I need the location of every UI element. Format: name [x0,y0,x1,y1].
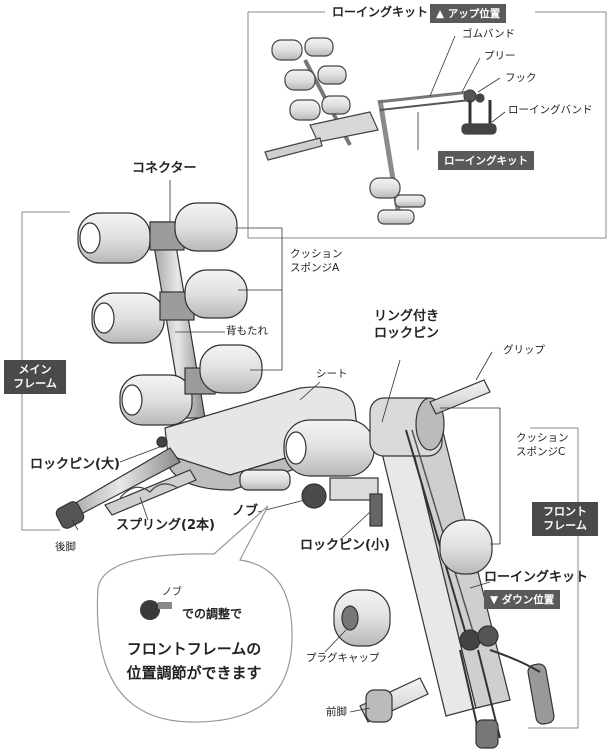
cushion-a-label-2: スポンジA [290,262,340,274]
up-position-tag: ▲ アップ位置 [430,4,507,23]
inset-rowing-kit-tag: ローイングキット [438,151,534,170]
spring-label: スプリング(2本) [116,518,215,533]
bubble-knob-label: ノブ [162,587,182,598]
gom-band-label: ゴムバンド [462,28,516,40]
rear-leg-label: 後脚 [55,541,76,553]
bubble-line2: 位置調節ができます [126,664,262,682]
bubble-adjust-text: での調整で [182,607,243,621]
front-frame-bracket [528,427,579,729]
connector-label: コネクター [132,161,197,176]
knob-label: ノブ [232,504,259,519]
inset-leader-lines [417,35,506,150]
bubble-line1: フロントフレームの [126,640,262,658]
grip-label: グリップ [503,344,545,356]
lockpin-small-label: ロックピン(小) [300,538,390,553]
cushion-c-label-1: クッション [516,432,569,444]
main-bench-drawing [55,202,555,749]
cushion-c-label-2: スポンジC [516,446,566,458]
inset-frame [247,11,607,239]
hook-label: フック [505,72,537,84]
front-leg-label: 前脚 [326,706,347,718]
ring-pin-label-2: ロックピン [374,326,440,341]
pulley-label: プリー [484,50,516,62]
inset-bench-drawing [264,37,497,225]
plug-cap-label: プラグキャップ [306,652,380,664]
rowing-band-label: ローイングバンド [508,104,593,116]
seat-label: シート [316,368,348,380]
main-frame-tag-line2: フレーム [13,376,57,390]
front-frame-tag: フロント フレーム [532,502,598,536]
inset-title: ローイングキット [332,5,429,19]
speech-bubble [96,505,293,723]
cushion-a-label-1: クッション [290,248,343,260]
down-position-tag: ▼ ダウン位置 [484,590,561,609]
front-frame-tag-line1: フロント [543,505,587,518]
ring-pin-label-1: リング付き [374,309,440,324]
rowing-kit-label: ローイングキット [484,570,589,585]
main-frame-tag-line1: メイン [18,363,52,376]
knob-icon [140,600,160,620]
main-frame-tag: メイン フレーム [4,360,66,394]
lockpin-large-label: ロックピン(大) [30,457,120,472]
leader-lines [71,180,501,713]
backrest-label: 背もたれ [226,325,268,337]
front-frame-tag-line2: フレーム [543,518,587,532]
